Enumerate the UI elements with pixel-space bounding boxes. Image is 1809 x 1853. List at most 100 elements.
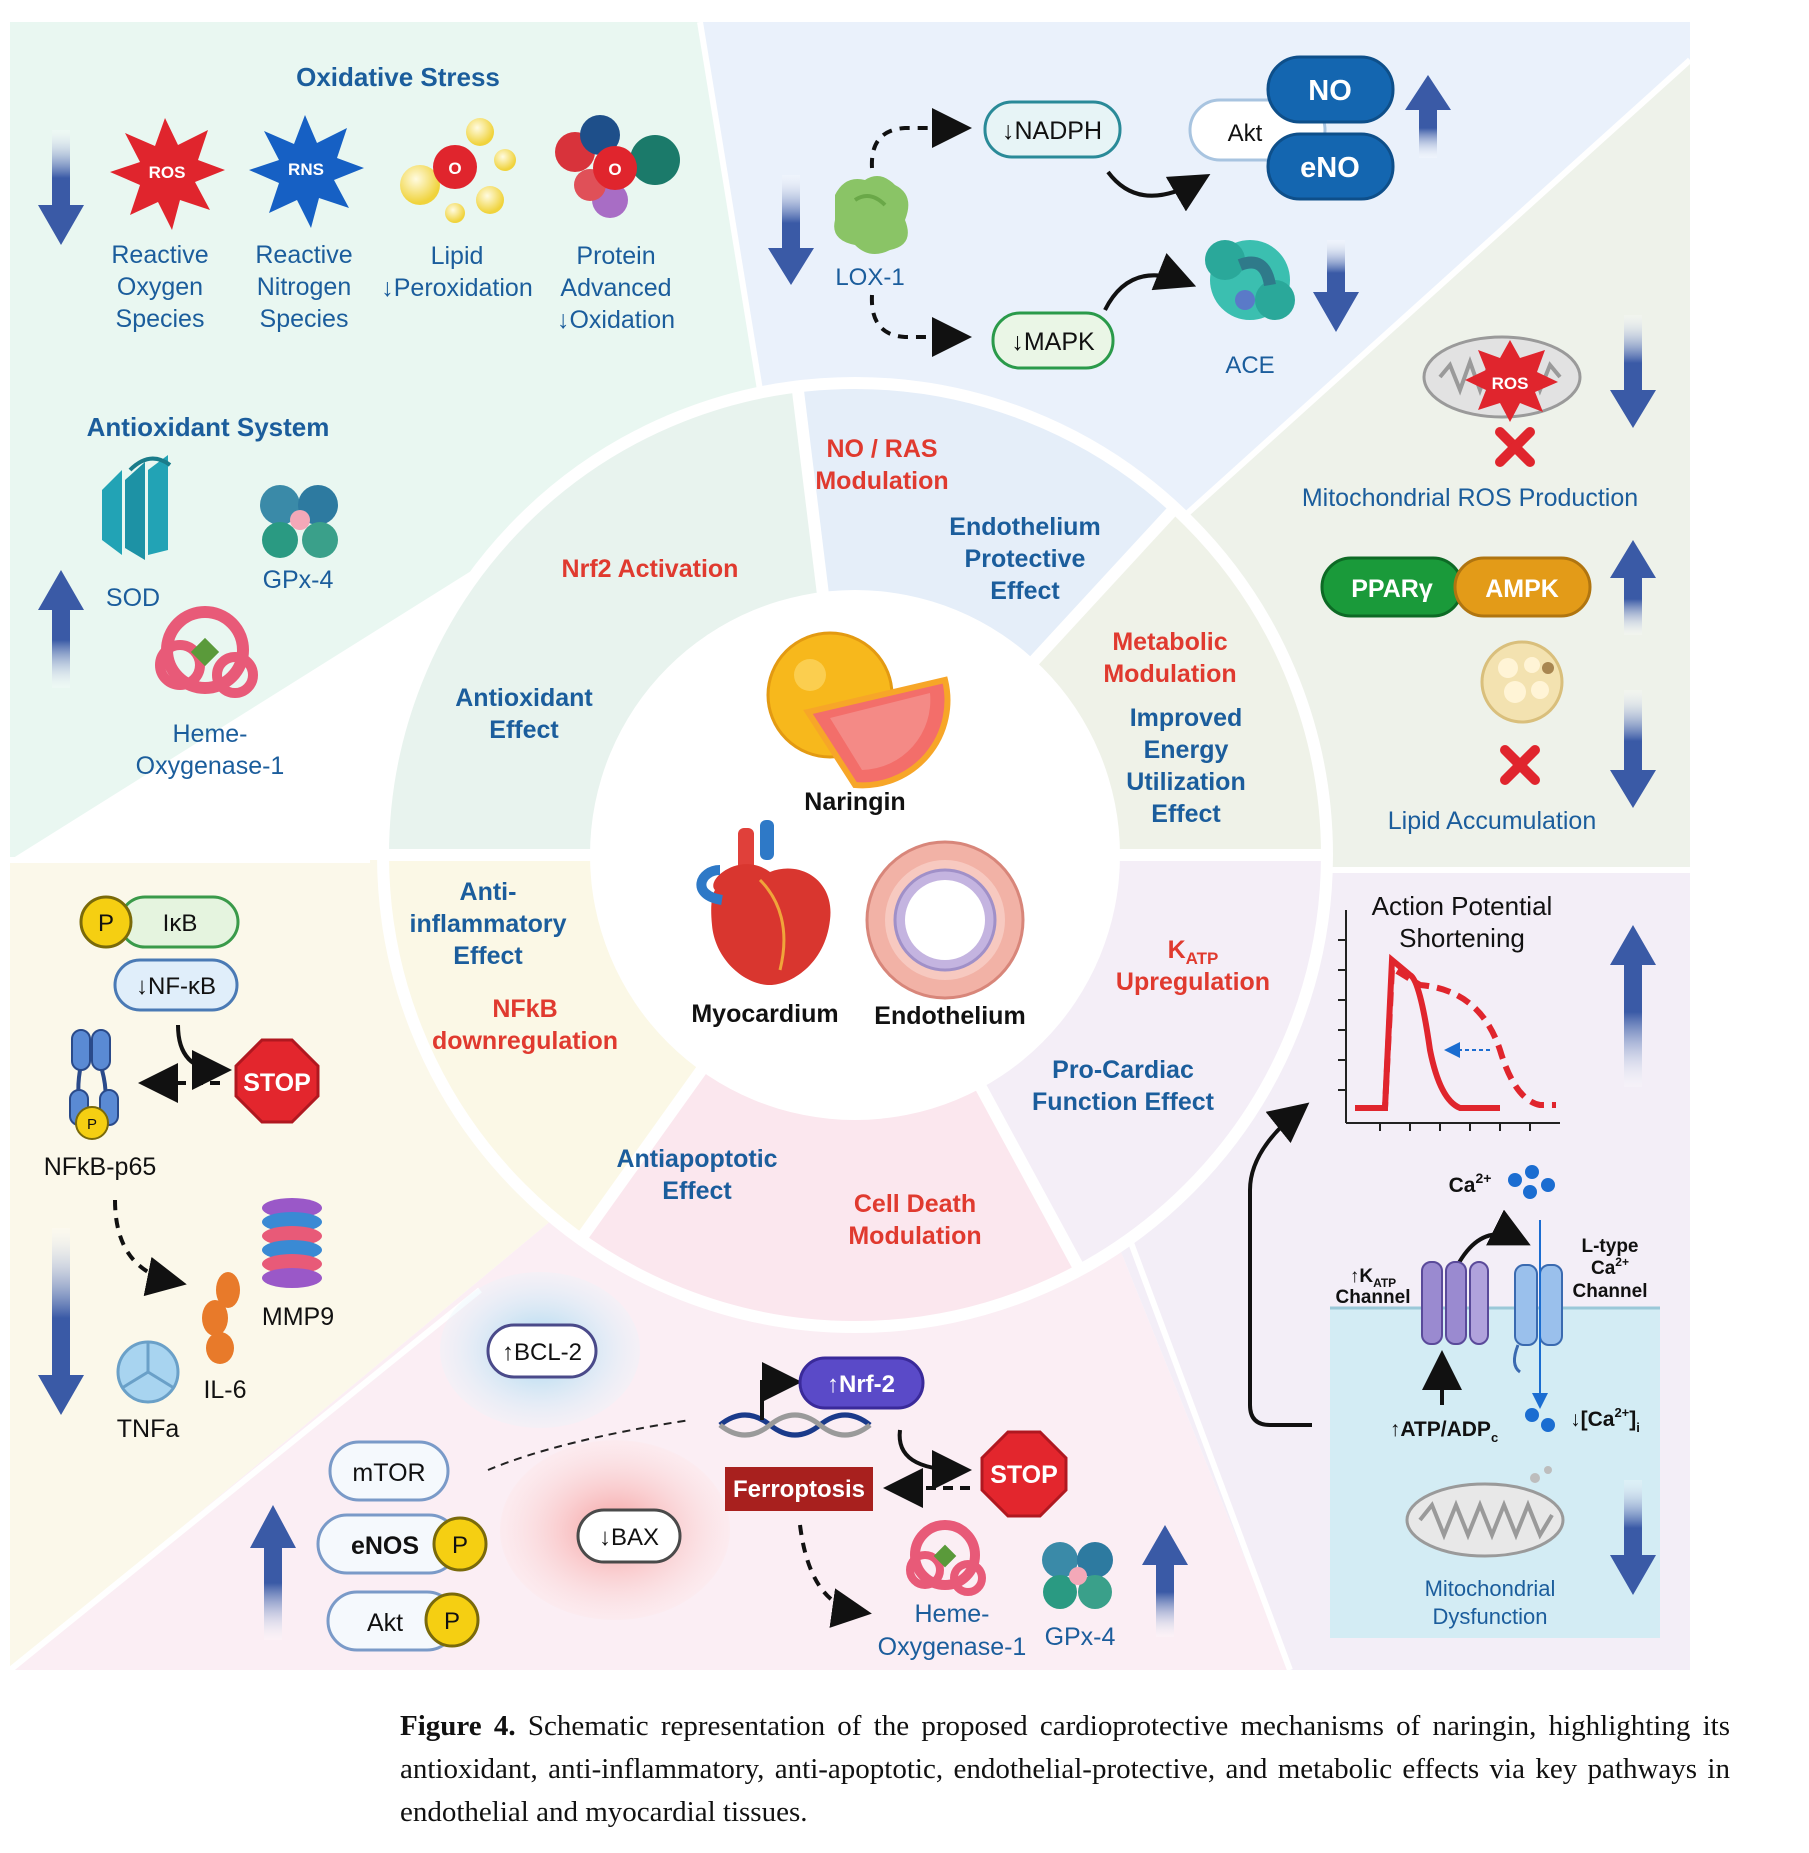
anti-inflammatory-label-1: Anti- xyxy=(460,878,517,906)
up-arrow-icon xyxy=(1610,925,1656,1087)
pro-cardiac-label-1: Pro-Cardiac xyxy=(1052,1056,1194,1084)
adipocyte-icon xyxy=(1480,640,1564,724)
nadph-label: ↓NADPH xyxy=(1002,117,1102,145)
red-x-icon xyxy=(1495,427,1535,467)
svg-text:RNS: RNS xyxy=(288,160,324,179)
up-arrow-icon xyxy=(38,570,84,688)
antiapoptotic-label-1: Antiapoptotic xyxy=(616,1145,777,1173)
nrf2-activation-label: Nrf2 Activation xyxy=(562,555,739,583)
grapefruit-icon xyxy=(766,631,951,789)
nfkb-p65-label: NFkB-p65 xyxy=(44,1153,157,1181)
l-type-label-1: L-type xyxy=(1582,1236,1639,1257)
ros-label-3: Species xyxy=(116,305,205,333)
metabolic-panel: ROS Mitochondrial ROS Production PPARγ A… xyxy=(1302,315,1656,835)
calcium-ions-icon xyxy=(1508,1165,1555,1199)
cell-interior xyxy=(1330,1308,1660,1638)
nfkb-p65-dimer-icon: P xyxy=(69,1029,119,1140)
ros-label-2: Oxygen xyxy=(117,273,203,301)
no-ras-label-1: NO / RAS xyxy=(826,435,937,463)
calcium-ions-icon xyxy=(1525,1408,1555,1432)
anti-inflammatory-label-2: inflammatory xyxy=(410,910,567,938)
gpx4-label: GPx-4 xyxy=(263,566,334,594)
il6-protein-icon xyxy=(202,1272,240,1364)
gpx4-protein-icon xyxy=(1042,1542,1113,1609)
nfkb-down-label-2: downregulation xyxy=(432,1027,618,1055)
mmp9-protein-icon xyxy=(262,1198,322,1288)
cell-death-label-2: Modulation xyxy=(848,1222,981,1250)
enos-phosphate xyxy=(432,1516,488,1572)
nfkb-label: ↓NF-κB xyxy=(136,973,216,1000)
ampk-pill xyxy=(1453,556,1592,618)
ho1-label-1: Heme- xyxy=(914,1600,989,1628)
center-circle xyxy=(590,590,1120,1120)
endothelium-vessel-icon xyxy=(865,840,1025,1000)
antioxidant-effect-label-1: Antioxidant xyxy=(455,684,593,712)
ikb-label: IκB xyxy=(163,910,198,937)
svg-text:P: P xyxy=(452,1532,468,1559)
protein-label-3: ↓Oxidation xyxy=(557,306,675,334)
katp-channel-label-1: ↑KATP xyxy=(1350,1266,1396,1290)
up-arrow-icon xyxy=(250,1505,296,1640)
svg-text:O: O xyxy=(448,159,461,178)
lipid-accumulation-label: Lipid Accumulation xyxy=(1388,807,1596,835)
cell-death-label-1: Cell Death xyxy=(854,1190,976,1218)
inflammation-panel: IκB P ↓NF-κB STOP P NFkB-p65 xyxy=(38,895,334,1443)
no-ras-label-2: Modulation xyxy=(815,467,948,495)
nrf2-label: ↑Nrf-2 xyxy=(827,1371,895,1398)
pro-cardiac-label-2: Function Effect xyxy=(1032,1088,1215,1116)
lox1-label: LOX-1 xyxy=(835,264,904,291)
phosphate-circle xyxy=(79,895,133,949)
katp-upregulation-label: Upregulation xyxy=(1116,968,1270,996)
effects-ring xyxy=(377,377,1333,1333)
l-type-label-2: Ca2+ xyxy=(1591,1255,1629,1279)
lipid-label-2: ↓Peroxidation xyxy=(381,274,532,302)
endothelium-protective-label-2: Protective xyxy=(965,545,1086,573)
oxidative-stress-panel: Oxidative Stress ROS RNS O xyxy=(38,62,680,780)
gpx4-label: GPx-4 xyxy=(1045,1623,1116,1651)
svg-text:P: P xyxy=(87,1116,97,1133)
il6-label: IL-6 xyxy=(203,1376,246,1404)
eno-pill xyxy=(1266,132,1395,201)
bcl2-label: ↑BCL-2 xyxy=(502,1339,582,1366)
ca-i-label: ↓[Ca2+]i xyxy=(1570,1405,1640,1435)
up-arrow-icon xyxy=(1405,75,1451,158)
svg-text:ROS: ROS xyxy=(149,163,186,182)
bax-label: ↓BAX xyxy=(599,1524,659,1551)
energy-effect-label-3: Utilization xyxy=(1126,768,1245,796)
down-arrow-icon xyxy=(768,175,814,285)
ppar-label: PPARγ xyxy=(1351,575,1433,603)
energy-effect-label-4: Effect xyxy=(1151,800,1221,828)
nfkb-down-label-1: NFkB xyxy=(492,995,557,1023)
myocardium-label: Myocardium xyxy=(691,1000,838,1028)
svg-text:STOP: STOP xyxy=(990,1461,1058,1489)
lox1-receptor-icon xyxy=(834,176,909,254)
bcl2-pill xyxy=(486,1323,598,1379)
dna-helix-icon xyxy=(718,1412,872,1438)
heme-oxygenase-icon xyxy=(906,1520,986,1596)
enos-label: eNOS xyxy=(351,1532,419,1560)
metabolic-modulation-label-1: Metabolic xyxy=(1112,628,1227,656)
antioxidant-system-title: Antioxidant System xyxy=(87,412,330,442)
rns-burst-icon: RNS xyxy=(249,115,364,228)
down-arrow-icon xyxy=(38,130,84,245)
ho1-label-2: Oxygenase-1 xyxy=(136,752,285,780)
ros-label-1: Reactive xyxy=(111,241,208,269)
mitochondrion-icon: ROS xyxy=(1422,335,1582,422)
rns-label-2: Nitrogen xyxy=(257,273,352,301)
ap-title-1: Action Potential xyxy=(1372,891,1553,921)
rns-label-3: Species xyxy=(260,305,349,333)
apoptosis-panel: ↑BCL-2 ↓BAX mTOR eNOS P Akt P ↑Nrf-2 STO… xyxy=(250,1272,1188,1661)
up-arrow-icon xyxy=(1142,1525,1188,1637)
ho1-label-1: Heme- xyxy=(172,720,247,748)
l-type-label-3: Channel xyxy=(1573,1281,1648,1302)
heme-oxygenase-icon xyxy=(155,606,258,698)
center-content: Naringin Myocardium Endothelium xyxy=(691,631,1026,1030)
mapk-label: ↓MAPK xyxy=(1011,328,1095,356)
tnfa-protein-icon xyxy=(116,1340,180,1404)
mitochondrion-dysfunction-icon xyxy=(1405,1466,1565,1558)
antiapoptotic-label-2: Effect xyxy=(662,1177,732,1205)
protein-label-2: Advanced xyxy=(560,274,671,302)
phosphate-label: P xyxy=(98,910,114,937)
mmp9-label: MMP9 xyxy=(262,1303,334,1331)
